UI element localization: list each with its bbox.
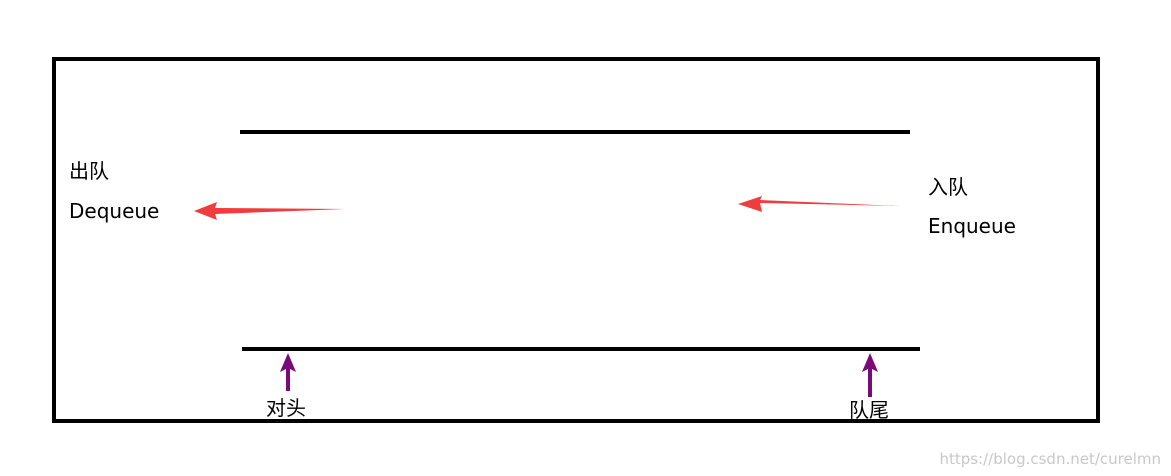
outer-frame [52, 57, 1100, 423]
enqueue-arrow [738, 196, 900, 212]
head-label: 对头 [266, 396, 306, 420]
tail-label: 队尾 [849, 398, 889, 422]
dequeue-cn-label: 出队 [69, 159, 109, 183]
dequeue-arrow [194, 202, 345, 220]
tail-pointer-arrow [862, 353, 878, 397]
dequeue-en-label: Dequeue [69, 199, 160, 223]
enqueue-en-label: Enqueue [928, 214, 1016, 238]
watermark-text: https://blog.csdn.net/curelmn [939, 450, 1161, 468]
head-pointer-arrow [280, 353, 296, 391]
enqueue-cn-label: 入队 [928, 175, 968, 199]
